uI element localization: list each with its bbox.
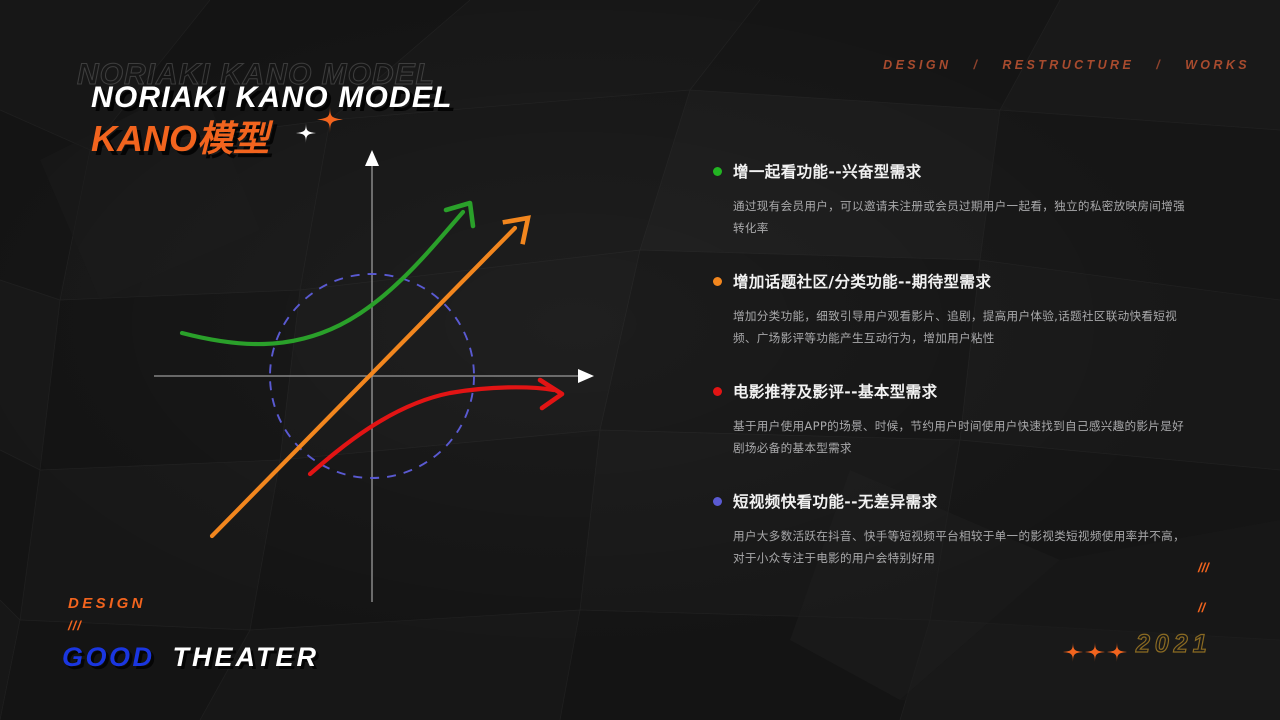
footer-design-label: DESIGN	[68, 595, 146, 612]
topnav-separator: /	[973, 58, 981, 72]
list-item-header: 电影推荐及影评--基本型需求	[713, 380, 1193, 402]
series-expected-performance	[209, 215, 531, 539]
title-ghost-english: NORIAKI KANO MODEL	[77, 58, 435, 92]
brand-word-good: GOOD	[62, 642, 155, 672]
list-item-body: 用户大多数活跃在抖音、快手等短视频平台相较于单一的影视类短视频使用率并不高，对于…	[733, 529, 1185, 565]
star-icon	[1085, 641, 1105, 663]
list-item-body: 增加分类功能，细致引导用户观看影片、追剧，提高用户体验,话题社区联动快看短视频、…	[733, 309, 1178, 345]
list-item[interactable]: 电影推荐及影评--基本型需求 基于用户使用APP的场景、时候，节约用户时间使用户…	[713, 380, 1193, 459]
list-item[interactable]: 增一起看功能--兴奋型需求 通过现有会员用户，可以邀请未注册或会员过期用户一起看…	[713, 160, 1193, 239]
list-item-title: 增加话题社区/分类功能--期待型需求	[733, 273, 992, 291]
deco-slashes-top: ///	[1198, 560, 1209, 575]
brand-word-theater: THEATER	[172, 642, 320, 672]
list-item-header: 增一起看功能--兴奋型需求	[713, 160, 1193, 182]
footer-slashes-decoration: ///	[68, 618, 82, 633]
star-icon-group	[1063, 641, 1127, 663]
title-block: NORIAKI KANO MODEL NORIAKI KANO MODEL KA…	[77, 58, 563, 160]
bullet-dot-icon	[713, 497, 722, 506]
kano-model-chart	[154, 150, 594, 602]
requirements-list: 增一起看功能--兴奋型需求 通过现有会员用户，可以邀请未注册或会员过期用户一起看…	[713, 160, 1193, 569]
deco-slashes-bottom: //	[1198, 600, 1206, 615]
list-item-body: 基于用户使用APP的场景、时候，节约用户时间使用户快速找到自己感兴趣的影片是好剧…	[733, 419, 1184, 455]
list-item-title: 电影推荐及影评--基本型需求	[733, 383, 938, 401]
y-axis-arrowhead	[365, 150, 379, 166]
topnav-separator: /	[1156, 58, 1164, 72]
bullet-dot-icon	[713, 277, 722, 286]
star-icon	[1107, 641, 1127, 663]
footer-brand: GOOD THEATER	[62, 642, 319, 673]
bullet-dot-icon	[713, 167, 722, 176]
list-item-title: 短视频快看功能--无差异需求	[733, 493, 938, 511]
x-axis-arrowhead	[578, 369, 594, 383]
sparkle-icon	[296, 122, 316, 144]
sparkle-icon	[317, 105, 343, 134]
series-exciting	[179, 200, 476, 347]
deco-slash-line: ///	[1198, 560, 1209, 575]
series-basic	[307, 377, 565, 477]
deco-slash-line: //	[1198, 600, 1206, 615]
list-item[interactable]: 增加话题社区/分类功能--期待型需求 增加分类功能，细致引导用户观看影片、追剧，…	[713, 270, 1193, 349]
topnav-item-restructure[interactable]: RESTRUCTURE	[1002, 58, 1135, 72]
list-item-body: 通过现有会员用户，可以邀请未注册或会员过期用户一起看，独立的私密放映房间增强转化…	[733, 199, 1185, 235]
footer-design-label-group: DESIGN ///	[68, 595, 146, 633]
list-item-header: 增加话题社区/分类功能--期待型需求	[713, 270, 1193, 292]
bullet-dot-icon	[713, 387, 722, 396]
list-item[interactable]: 短视频快看功能--无差异需求 用户大多数活跃在抖音、快手等短视频平台相较于单一的…	[713, 490, 1193, 569]
list-item-header: 短视频快看功能--无差异需求	[713, 490, 1193, 512]
topnav-item-design[interactable]: DESIGN	[883, 58, 952, 72]
list-item-title: 增一起看功能--兴奋型需求	[733, 163, 922, 181]
reference-circle	[269, 273, 475, 479]
sparkle-icon-group	[296, 105, 343, 144]
title-english: NORIAKI KANO MODEL	[91, 81, 453, 114]
topnav: DESIGN / RESTRUCTURE / WORKS	[883, 58, 1250, 72]
topnav-item-works[interactable]: WORKS	[1185, 58, 1250, 72]
star-icon	[1063, 641, 1083, 663]
title-chinese: KANO模型	[91, 118, 269, 159]
footer-year: 2021	[1135, 629, 1212, 658]
